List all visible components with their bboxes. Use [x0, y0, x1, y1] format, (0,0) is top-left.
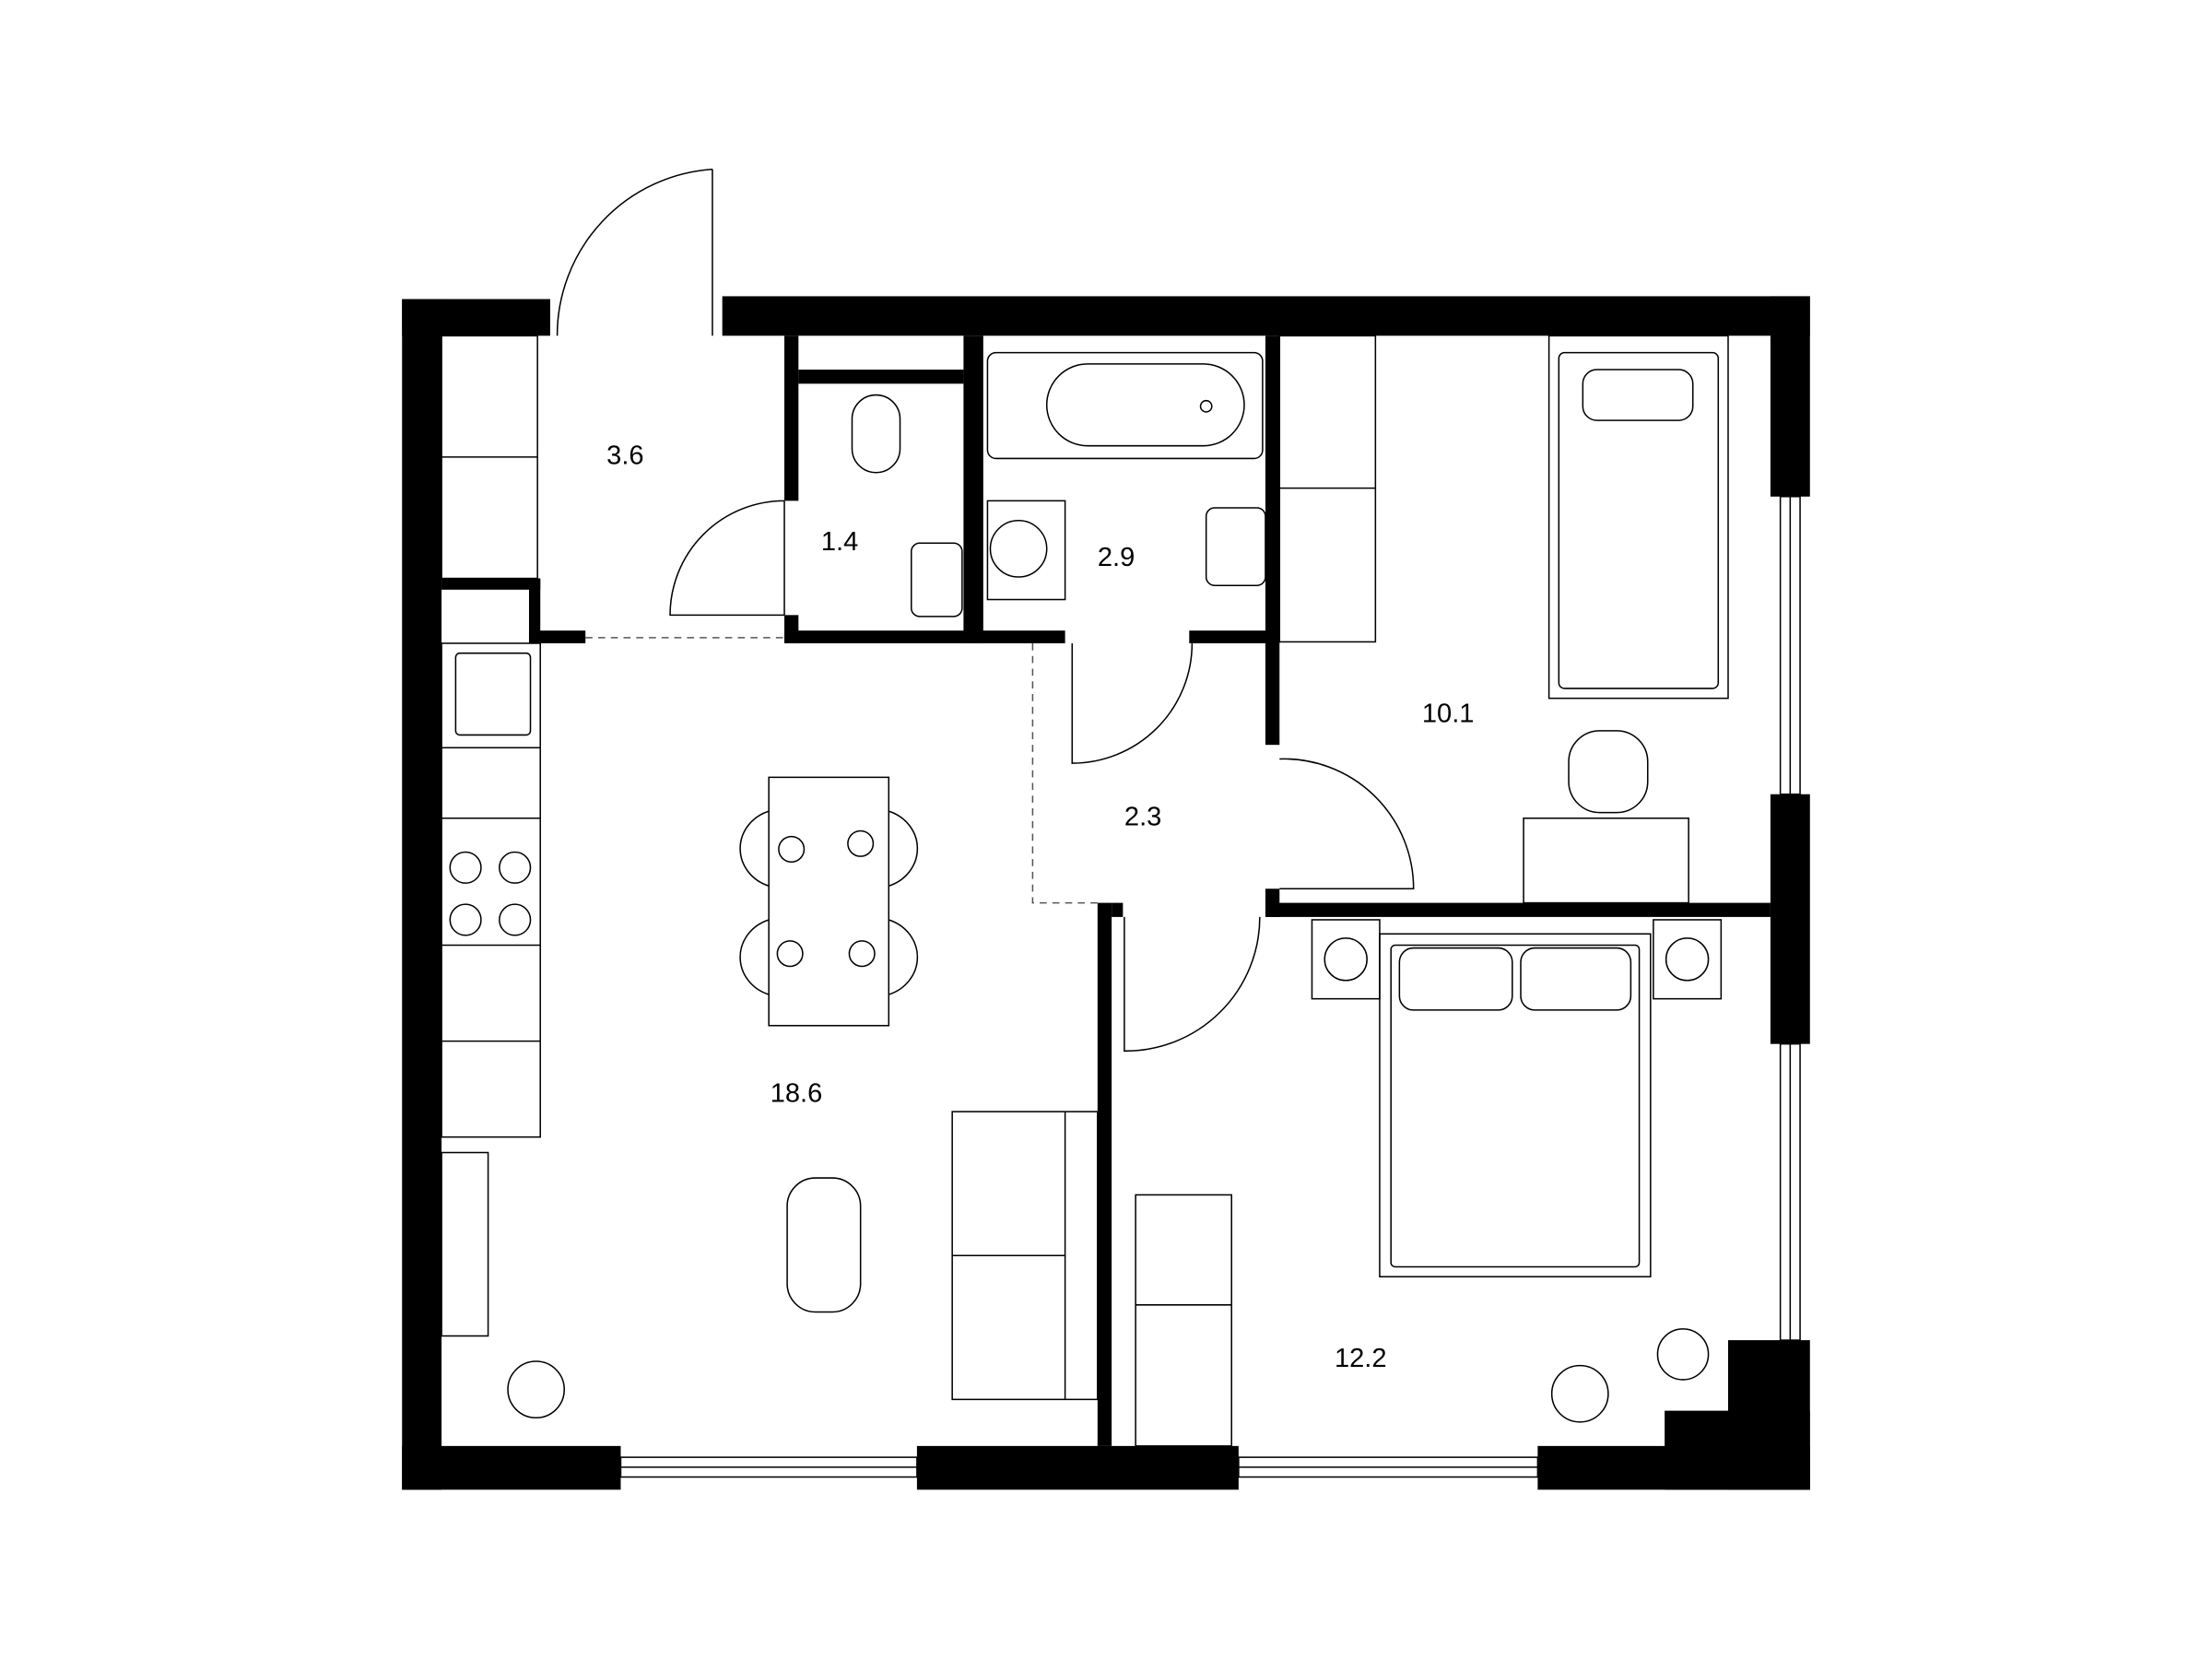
walls [402, 296, 1810, 1490]
nightstand-right [1653, 919, 1723, 1000]
washing-machine [986, 500, 1066, 601]
double-bed [1379, 933, 1652, 1277]
bathroom-door[interactable] [1071, 642, 1194, 764]
desk [1523, 817, 1689, 904]
bathtub [986, 351, 1264, 460]
plant-icon [1550, 1364, 1609, 1423]
coffee-table [786, 1177, 862, 1313]
bedroom-door[interactable] [1124, 916, 1261, 1053]
dining-table [768, 776, 890, 1027]
plant-icon [1656, 1328, 1710, 1381]
doors [556, 168, 1415, 1053]
toilet-bowl [851, 394, 901, 474]
bathroom-sink [1205, 507, 1266, 586]
room-area-bathroom: 2.9 [1098, 543, 1135, 572]
kids-wardrobe [1278, 335, 1377, 643]
room-area-corridor: 2.3 [1124, 802, 1161, 831]
sofa [951, 1111, 1099, 1401]
nightstand-left [1311, 919, 1381, 1000]
entrance-door[interactable] [556, 168, 713, 336]
room-area-toilet: 1.4 [821, 527, 858, 557]
furniture [441, 335, 1729, 1447]
desk-chair [1568, 730, 1649, 814]
room-area-bedroom: 12.2 [1335, 1344, 1387, 1373]
room-area-kitchen-living: 18.6 [771, 1078, 823, 1108]
plant-icon [507, 1360, 566, 1419]
toilet-door[interactable] [669, 500, 785, 617]
bedroom-wardrobe [1135, 1194, 1232, 1447]
room-area-hallway: 3.6 [606, 441, 643, 471]
tv [441, 1151, 489, 1337]
room-labels: 3.6 1.4 2.9 10.1 2.3 18.6 12.2 [606, 441, 1474, 1374]
toilet-sink [911, 542, 963, 618]
kids-bedroom-door[interactable] [1279, 758, 1415, 890]
kitchen-counter [441, 642, 541, 1138]
windows [619, 496, 1801, 1478]
single-bed [1547, 335, 1729, 700]
room-area-kids-bedroom: 10.1 [1422, 700, 1475, 729]
